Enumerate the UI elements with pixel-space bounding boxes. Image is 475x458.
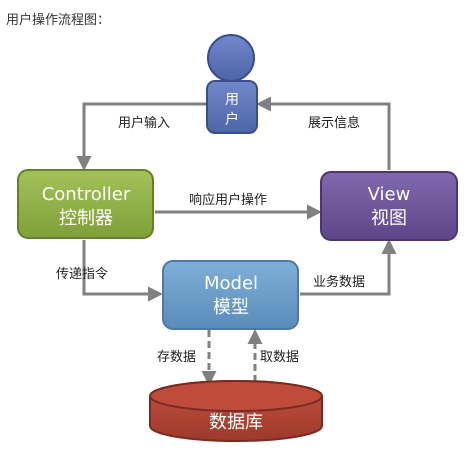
edge-label-business-data: 业务数据	[313, 274, 365, 290]
view-label-line1: View	[368, 184, 411, 205]
diagram-caption: 用户操作流程图：	[6, 13, 111, 28]
view-box	[320, 171, 458, 241]
edge-model-to-view	[300, 239, 397, 296]
model-label-line1: Model	[204, 273, 258, 294]
user-node: 用 户	[206, 34, 258, 134]
controller-label-line2: 控制器	[59, 208, 113, 229]
edge-label-show-info: 展示信息	[308, 115, 360, 131]
edge-label-fetch-data: 取数据	[260, 350, 299, 365]
controller-label-line1: Controller	[42, 184, 131, 205]
view-node: View 视图	[320, 171, 458, 241]
user-head-shape	[207, 34, 255, 82]
edge-label-user-input: 用户输入	[118, 115, 170, 131]
edge-controller-to-model	[82, 240, 163, 302]
database-cylinder-top	[149, 380, 323, 412]
model-node: Model 模型	[162, 260, 299, 330]
view-label-line2: 视图	[371, 208, 407, 229]
controller-box	[17, 169, 154, 239]
database-label: 数据库	[209, 412, 263, 433]
edge-label-store-data: 存数据	[157, 350, 196, 365]
user-label-line2: 户	[225, 111, 239, 128]
edge-user-to-controller	[76, 102, 206, 171]
controller-node: Controller 控制器	[17, 169, 154, 239]
database-node: 数据库	[149, 380, 323, 442]
edge-label-respond: 响应用户操作	[189, 192, 267, 208]
model-box	[162, 260, 299, 330]
user-label-line1: 用	[225, 92, 239, 108]
user-body-shape	[206, 80, 258, 134]
model-label-line2: 模型	[213, 297, 249, 318]
edge-view-to-user	[256, 96, 391, 170]
edge-label-pass-command: 传递指令	[56, 267, 108, 282]
